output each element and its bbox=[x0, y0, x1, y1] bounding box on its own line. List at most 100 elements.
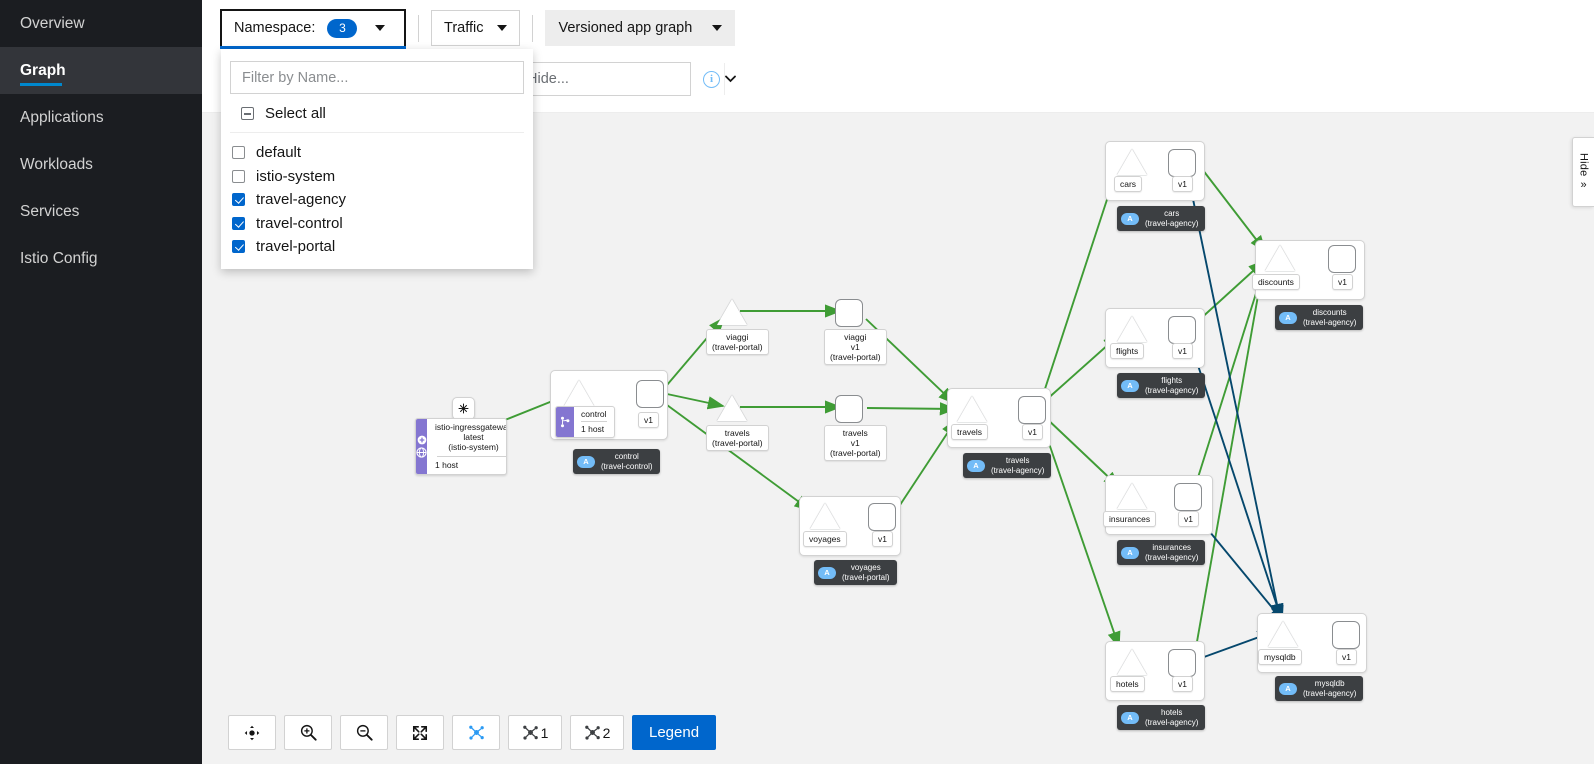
namespace-option-label: travel-control bbox=[256, 214, 343, 232]
app-badge-letter: A bbox=[1279, 311, 1297, 324]
sidebar-item-overview[interactable]: Overview bbox=[0, 0, 202, 47]
sidebar-item-applications[interactable]: Applications bbox=[0, 94, 202, 141]
control-virtual-service-card[interactable]: control 1 host bbox=[555, 406, 615, 438]
node-badge-label: travels (travel-agency) bbox=[991, 456, 1045, 475]
service-node-control[interactable] bbox=[564, 380, 594, 406]
service-node-hotels[interactable] bbox=[1117, 649, 1147, 675]
namespace-option-istio-system[interactable]: istio-system bbox=[221, 165, 533, 189]
node-badge-voyages: A voyages (travel-portal) bbox=[814, 560, 897, 585]
node-istio-ingressgateway[interactable]: istio-ingressgateway latest (istio-syste… bbox=[415, 418, 507, 475]
traffic-select-label: Traffic bbox=[444, 20, 484, 36]
node-label-control-v1: v1 bbox=[638, 412, 659, 428]
namespace-option-label: istio-system bbox=[256, 167, 336, 185]
traffic-select[interactable]: Traffic bbox=[431, 10, 521, 46]
gateway-icon bbox=[458, 403, 469, 414]
app-badge-letter: A bbox=[1121, 711, 1139, 724]
sidebar-item-services[interactable]: Services bbox=[0, 188, 202, 235]
zoom-in-button[interactable] bbox=[284, 715, 332, 750]
workload-node-control-v1[interactable] bbox=[636, 380, 664, 408]
select-all-option[interactable]: Select all bbox=[230, 94, 524, 133]
service-node-cars[interactable] bbox=[1117, 149, 1147, 175]
namespace-option-travel-portal[interactable]: travel-portal bbox=[221, 235, 533, 259]
service-graph-canvas[interactable]: istio-ingressgateway latest (istio-syste… bbox=[202, 113, 1594, 764]
node-badge-travels-agency: A travels (travel-agency) bbox=[963, 453, 1052, 478]
workload-node-voyages-v1[interactable] bbox=[868, 503, 896, 531]
workload-node-hotels-v1[interactable] bbox=[1168, 649, 1196, 677]
checkbox-icon[interactable] bbox=[232, 146, 245, 160]
zoom-out-button[interactable] bbox=[340, 715, 388, 750]
workload-node-travels-portal-v1[interactable] bbox=[835, 395, 863, 423]
service-node-travels-portal[interactable] bbox=[717, 395, 747, 421]
node-title: istio-ingressgateway latest (istio-syste… bbox=[435, 422, 507, 452]
node-label-hotels-v1: v1 bbox=[1172, 676, 1193, 692]
card-title: control bbox=[581, 409, 607, 419]
namespace-option-travel-control[interactable]: travel-control bbox=[221, 212, 533, 236]
namespace-option-label: travel-agency bbox=[256, 191, 347, 209]
service-node-voyages[interactable] bbox=[810, 503, 840, 529]
hide-input[interactable] bbox=[517, 63, 724, 95]
hide-input-group[interactable] bbox=[516, 62, 736, 96]
app-badge-letter: A bbox=[577, 455, 595, 468]
zoom-in-icon bbox=[300, 724, 317, 741]
checkbox-icon[interactable] bbox=[232, 169, 245, 183]
sidebar-item-istio-config[interactable]: Istio Config bbox=[0, 235, 202, 282]
workload-node-insurances-v1[interactable] bbox=[1174, 483, 1202, 511]
service-node-viaggi[interactable] bbox=[717, 299, 747, 325]
node-label-discounts: discounts bbox=[1252, 274, 1300, 290]
workload-node-cars-v1[interactable] bbox=[1168, 149, 1196, 177]
gateway-chip[interactable] bbox=[452, 397, 475, 420]
legend-button[interactable]: Legend bbox=[632, 715, 717, 750]
node-label-travels-agency-v1: v1 bbox=[1022, 424, 1043, 440]
sidebar-item-workloads[interactable]: Workloads bbox=[0, 141, 202, 188]
app-badge-letter: A bbox=[1279, 682, 1297, 695]
app-badge-letter: A bbox=[1121, 546, 1139, 559]
checkbox-checked-icon[interactable] bbox=[232, 240, 245, 254]
namespace-select[interactable]: Namespace: 3 bbox=[220, 8, 406, 49]
checkbox-checked-icon[interactable] bbox=[232, 216, 245, 230]
reset-view-button[interactable] bbox=[228, 715, 276, 750]
card-side-badge bbox=[556, 407, 574, 437]
indeterminate-checkbox-icon[interactable] bbox=[241, 107, 254, 120]
node-label-insurances-v1: v1 bbox=[1178, 511, 1199, 527]
layout-2-button[interactable]: 2 bbox=[570, 715, 624, 750]
divider bbox=[437, 456, 506, 457]
node-label-viaggi-v1: viaggi v1 (travel-portal) bbox=[824, 329, 887, 365]
workload-node-viaggi-v1[interactable] bbox=[835, 299, 863, 327]
namespace-filter-input[interactable] bbox=[231, 62, 523, 93]
workload-node-travels-agency-v1[interactable] bbox=[1018, 396, 1046, 424]
node-label-flights-v1: v1 bbox=[1172, 343, 1193, 359]
namespace-option-label: travel-portal bbox=[256, 238, 336, 256]
node-host-count: 1 host bbox=[435, 460, 459, 470]
namespace-count-badge: 3 bbox=[327, 18, 358, 38]
namespace-filter-group[interactable] bbox=[230, 61, 524, 94]
toolbar-divider bbox=[418, 14, 419, 42]
workload-node-discounts-v1[interactable] bbox=[1328, 245, 1356, 273]
service-node-discounts[interactable] bbox=[1265, 245, 1295, 271]
service-node-insurances[interactable] bbox=[1117, 483, 1147, 509]
toolbar-row-find-hide: i bbox=[220, 60, 736, 98]
node-badge-hotels: A hotels (travel-agency) bbox=[1117, 705, 1206, 730]
graph-type-select[interactable]: Versioned app graph bbox=[545, 10, 736, 46]
topology-icon bbox=[468, 725, 484, 740]
card-body: control 1 host bbox=[574, 407, 614, 437]
node-badge-mysqldb: A mysqldb (travel-agency) bbox=[1275, 676, 1364, 701]
chevron-down-icon[interactable] bbox=[724, 63, 736, 95]
service-node-travels-agency[interactable] bbox=[957, 396, 987, 422]
sidebar-item-graph[interactable]: Graph bbox=[0, 47, 202, 94]
hide-side-panel-toggle[interactable]: Hide » bbox=[1572, 137, 1594, 207]
namespace-option-default[interactable]: default bbox=[221, 141, 533, 165]
fit-to-screen-button[interactable] bbox=[396, 715, 444, 750]
layout-1-button[interactable]: 1 bbox=[508, 715, 562, 750]
node-label-flights: flights bbox=[1110, 343, 1145, 359]
drag-move-icon bbox=[244, 725, 260, 740]
node-label-travels-portal-v1: travels v1 (travel-portal) bbox=[824, 425, 887, 461]
workload-node-mysqldb-v1[interactable] bbox=[1332, 621, 1360, 649]
workload-node-flights-v1[interactable] bbox=[1168, 316, 1196, 344]
service-node-flights[interactable] bbox=[1117, 316, 1147, 342]
namespace-option-travel-agency[interactable]: travel-agency bbox=[221, 188, 533, 212]
chevron-down-icon bbox=[375, 25, 386, 31]
service-node-mysqldb[interactable] bbox=[1268, 621, 1298, 647]
checkbox-checked-icon[interactable] bbox=[232, 193, 245, 207]
layout-default-button[interactable] bbox=[452, 715, 500, 750]
topology-icon bbox=[522, 725, 538, 740]
